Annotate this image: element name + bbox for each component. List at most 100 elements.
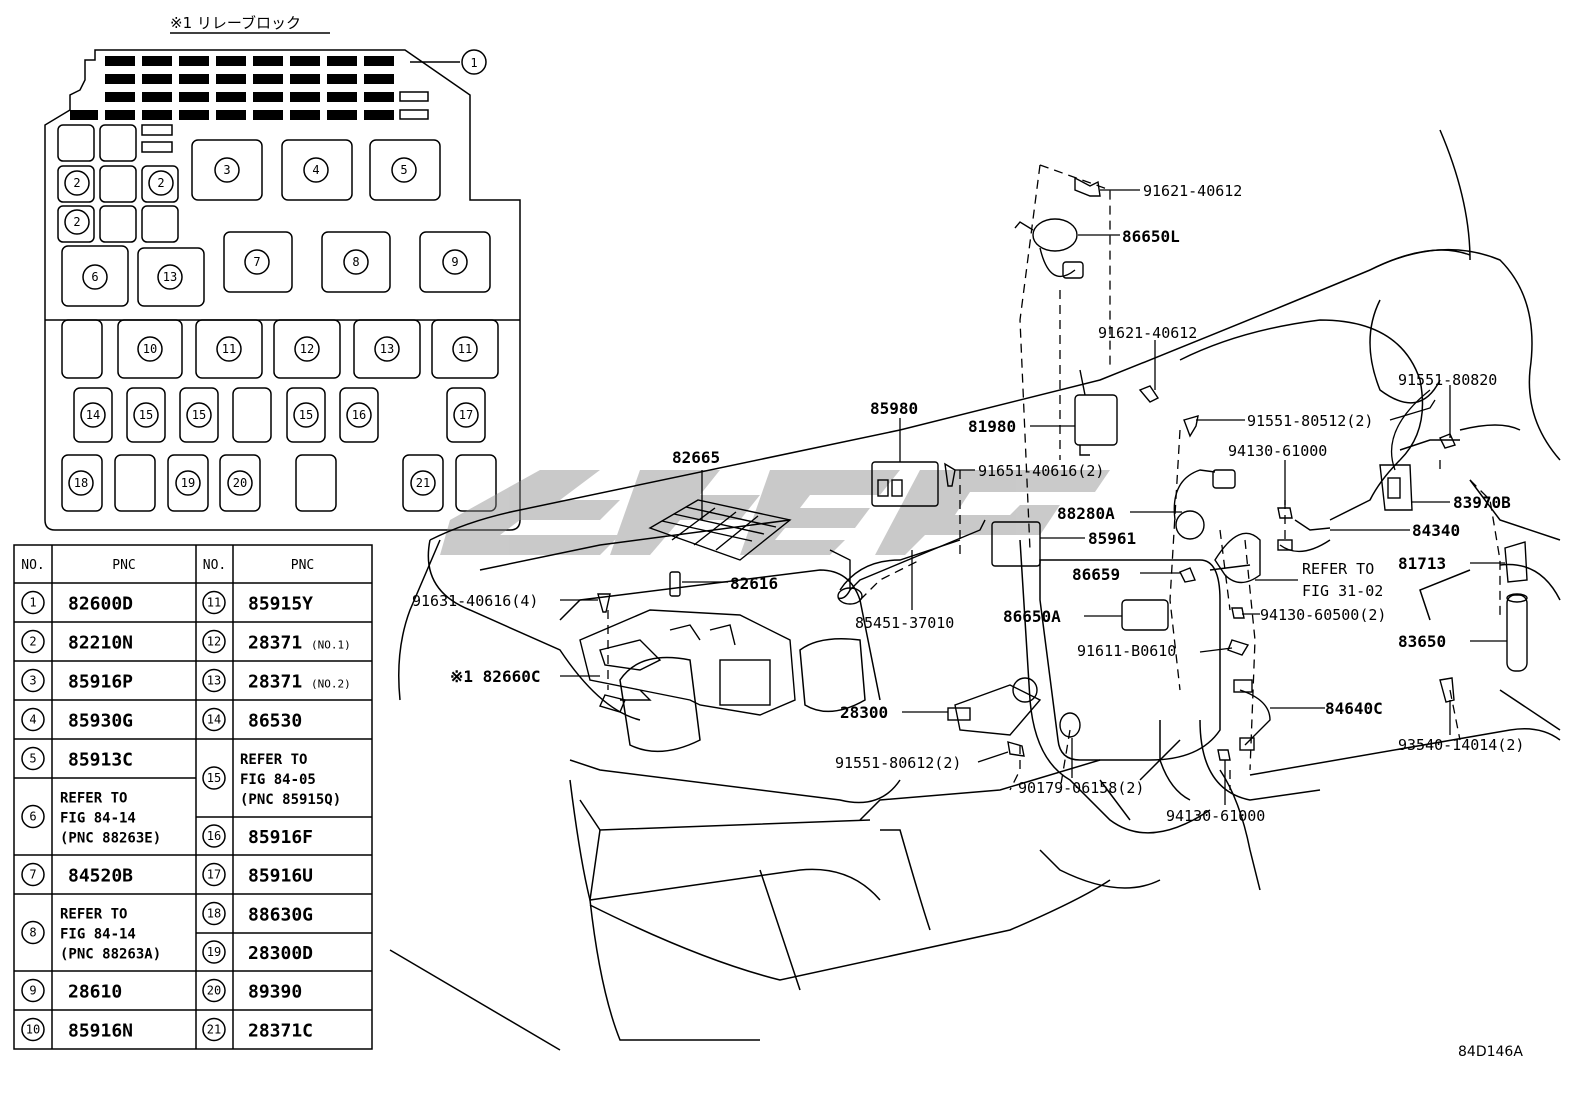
svg-text:6: 6 — [91, 270, 98, 284]
table-row: 2 82210N — [21, 629, 133, 654]
label-91621-40612: 91621-40612 — [1098, 324, 1197, 342]
svg-text:8: 8 — [29, 926, 36, 940]
svg-text:12: 12 — [207, 635, 221, 649]
label-84340: 84340 — [1412, 521, 1460, 540]
svg-text:82210N: 82210N — [68, 633, 133, 654]
relay-slot-callout: 11 — [216, 336, 242, 362]
svg-text:21: 21 — [207, 1023, 221, 1037]
svg-text:2: 2 — [73, 215, 80, 229]
svg-text:85916N: 85916N — [68, 1021, 133, 1042]
label-85961: 85961 — [1088, 529, 1136, 548]
table-header: NO. — [203, 558, 226, 573]
label-86650L: 86650L — [1122, 227, 1180, 246]
relay-slot-callout: 17 — [453, 402, 479, 428]
label-83970B: 83970B — [1453, 493, 1511, 512]
relay-slot-callout: 8 — [343, 249, 369, 275]
svg-text:10: 10 — [143, 342, 157, 356]
label-81980: 81980 — [968, 417, 1016, 436]
svg-text:5: 5 — [29, 752, 36, 766]
dashboard-outline — [389, 129, 1561, 1051]
watermark-logo — [440, 470, 1110, 555]
relay-slot-callout: 15 — [293, 402, 319, 428]
svg-text:6: 6 — [29, 810, 36, 824]
svg-text:84520B: 84520B — [68, 866, 133, 887]
label-91551-80820: 91551-80820 — [1398, 371, 1497, 389]
leader-lines — [560, 189, 1507, 805]
figure-code: 84D146A — [1458, 1044, 1523, 1060]
label-91621-40612-top: 91621-40612 — [1143, 182, 1242, 200]
svg-text:88630G: 88630G — [248, 905, 313, 926]
svg-text:82600D: 82600D — [68, 594, 133, 615]
label-84640C: 84640C — [1325, 699, 1383, 718]
svg-text:19: 19 — [207, 945, 221, 959]
svg-text:REFER TO: REFER TO — [240, 752, 307, 768]
svg-text:FIG 84-14: FIG 84-14 — [60, 811, 136, 827]
svg-text:11: 11 — [458, 342, 472, 356]
relay-slot-callout: 3 — [214, 157, 240, 183]
svg-text:2: 2 — [29, 635, 36, 649]
svg-text:4: 4 — [29, 713, 36, 727]
svg-text:2: 2 — [157, 176, 164, 190]
relay-slot-callout: 13 — [157, 264, 183, 290]
svg-text:85913C: 85913C — [68, 750, 133, 771]
relay-slot-callout: 10 — [137, 336, 163, 362]
relay-slot-callout: 14 — [80, 402, 106, 428]
svg-text:FIG 84-14: FIG 84-14 — [60, 927, 136, 943]
label-91611-B0610: 91611-B0610 — [1077, 642, 1176, 660]
svg-text:19: 19 — [181, 476, 195, 490]
svg-text:18: 18 — [207, 907, 221, 921]
svg-text:(PNC 85915Q): (PNC 85915Q) — [240, 792, 341, 808]
label-refer-to: REFER TO — [1302, 560, 1374, 578]
label-82660C: ※1 82660C — [450, 667, 540, 686]
svg-text:17: 17 — [207, 868, 221, 882]
svg-text:4: 4 — [312, 163, 319, 177]
svg-text:(NO.1): (NO.1) — [311, 639, 351, 652]
label-91551-80512: 91551-80512(2) — [1247, 412, 1373, 430]
label-88280A: 88280A — [1057, 504, 1115, 523]
svg-text:20: 20 — [207, 984, 221, 998]
relay-slot-callout: 2 — [148, 170, 174, 196]
relay-block: ※1 リレーブロック 1 — [44, 14, 521, 531]
svg-text:85916F: 85916F — [248, 827, 313, 848]
relay-slot-callout: 15 — [133, 402, 159, 428]
svg-text:13: 13 — [163, 270, 177, 284]
svg-text:15: 15 — [192, 408, 206, 422]
label-91631-40616: 91631-40616(4) — [412, 592, 538, 610]
svg-text:15: 15 — [299, 408, 313, 422]
relay-slot-callout: 5 — [391, 157, 417, 183]
label-82616: 82616 — [730, 574, 778, 593]
relay-block-title: ※1 リレーブロック — [170, 14, 301, 32]
svg-text:(PNC 88263A): (PNC 88263A) — [60, 947, 161, 963]
label-fig-31-02: FIG 31-02 — [1302, 582, 1383, 600]
svg-text:3: 3 — [29, 674, 36, 688]
relay-slot-callout: 4 — [303, 157, 329, 183]
relay-slot-callout: 7 — [244, 249, 270, 275]
svg-text:15: 15 — [139, 408, 153, 422]
svg-text:5: 5 — [400, 163, 407, 177]
svg-text:13: 13 — [207, 674, 221, 688]
label-90179-06158: 90179-06158(2) — [1018, 779, 1144, 797]
svg-text:10: 10 — [26, 1023, 40, 1037]
label-94130-60500: 94130-60500(2) — [1260, 606, 1386, 624]
svg-text:85916P: 85916P — [68, 672, 133, 693]
relay-slot-callout: 18 — [68, 470, 94, 496]
table-header: NO. — [21, 558, 44, 573]
relay-slot-callout: 6 — [82, 264, 108, 290]
svg-text:11: 11 — [207, 596, 221, 610]
svg-text:86530: 86530 — [248, 711, 302, 732]
relay-slot-callout: 9 — [442, 249, 468, 275]
svg-text:9: 9 — [451, 255, 458, 269]
relay-slot-callout: 11 — [452, 336, 478, 362]
svg-text:11: 11 — [222, 342, 236, 356]
